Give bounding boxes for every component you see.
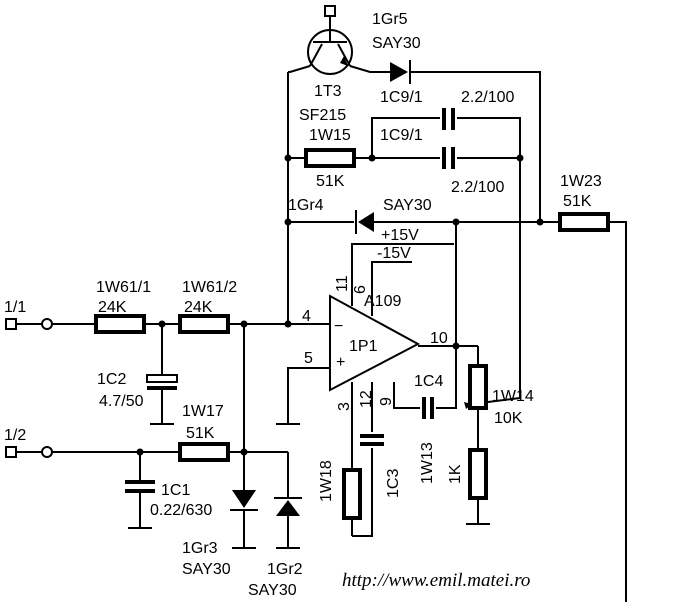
resistor-1w13 [468, 448, 488, 500]
w61b-ref-label: 1W61/2 [182, 279, 237, 296]
pin6-label: 6 [352, 285, 369, 294]
resistor-1w15 [304, 148, 356, 168]
c3-ref-label: 1C3 [385, 469, 402, 498]
t3-type-label: SF215 [299, 107, 346, 124]
c1-ref-label: 1C1 [161, 482, 190, 499]
c2-ref-label: 1C2 [97, 371, 126, 388]
plus15-label: +15V [381, 227, 419, 244]
c4-ref-label: 1C4 [414, 373, 443, 390]
pin9-label: 9 [378, 397, 395, 406]
c1-value-label: 0.22/630 [150, 502, 212, 519]
output-line [608, 221, 627, 602]
w18-ref-label: 1W18 [318, 460, 335, 502]
transistor-1t3 [307, 5, 353, 75]
w13-value-label: 1K [447, 464, 464, 484]
w23-ref-label: 1W23 [560, 173, 602, 190]
c9a-value-label: 2.2/100 [461, 89, 514, 106]
potentiometer-1w14 [468, 364, 488, 410]
t3-ref-label: 1T3 [314, 83, 342, 100]
diode-1gr4 [358, 212, 374, 232]
pin3-label: 3 [336, 402, 353, 411]
input-terminal-1-2 [5, 446, 17, 458]
pin12-label: 12 [358, 390, 375, 408]
minus15-label: -15V [377, 245, 411, 262]
pin11-label: 11 [334, 275, 351, 292]
w14-ref-label: 1W14 [492, 388, 534, 405]
diode-1gr2 [276, 500, 300, 516]
w61b-value-label: 24K [184, 299, 213, 316]
w14-value-label: 10K [494, 410, 523, 427]
pin4-label: 4 [302, 308, 311, 325]
resistor-1w18 [342, 468, 362, 520]
w17-value-label: 51K [186, 425, 215, 442]
junction-dots [136, 154, 544, 456]
gr5-ref-label: 1Gr5 [372, 11, 408, 28]
c9b-ref-label: 1C9/1 [380, 127, 423, 144]
gr3-ref-label: 1Gr3 [182, 540, 218, 557]
input-1-2-label: 1/2 [4, 427, 26, 444]
resistor-1w23 [558, 212, 610, 232]
resistor-1w17 [178, 442, 230, 462]
c9b-value-label: 2.2/100 [451, 179, 504, 196]
opamp-type-label: A109 [364, 293, 401, 310]
pin10-label: 10 [430, 330, 448, 347]
opamp-1p1 [329, 294, 421, 392]
transistor-terminal-pad [324, 5, 336, 17]
website-url: http://www.emil.matei.ro [342, 570, 530, 591]
w23-value-label: 51K [563, 193, 592, 210]
input-terminal-1-1 [5, 318, 17, 330]
opamp-noninverting-sign: + [336, 354, 345, 371]
input-1-1-label: 1/1 [4, 299, 26, 316]
w13-ref-label: 1W13 [419, 442, 436, 484]
input-jack-1-1 [41, 318, 53, 330]
resistor-1w61-1 [94, 314, 146, 334]
gr5-type-label: SAY30 [372, 35, 421, 52]
gr4-type-label: SAY30 [383, 197, 432, 214]
c9a-ref-label: 1C9/1 [380, 89, 423, 106]
gr2-type-label: SAY30 [248, 582, 297, 599]
w61a-value-label: 24K [98, 299, 127, 316]
diode-1gr5 [390, 60, 411, 84]
gr4-ref-label: 1Gr4 [288, 197, 324, 214]
opamp-ref-label: 1P1 [349, 338, 378, 355]
gr3-type-label: SAY30 [182, 561, 231, 578]
w17-ref-label: 1W17 [182, 403, 224, 420]
gr2-ref-label: 1Gr2 [267, 561, 303, 578]
c2-plate-top [146, 374, 178, 383]
c2-value-label: 4.7/50 [99, 393, 144, 410]
diode-1gr3 [232, 490, 256, 508]
opamp-inverting-sign: − [334, 318, 343, 335]
w15-ref-label: 1W15 [309, 127, 351, 144]
resistor-1w61-2 [178, 314, 230, 334]
w15-value-label: 51K [316, 173, 345, 190]
w61a-ref-label: 1W61/1 [96, 279, 151, 296]
input-jack-1-2 [41, 446, 53, 458]
pin5-label: 5 [304, 350, 313, 367]
